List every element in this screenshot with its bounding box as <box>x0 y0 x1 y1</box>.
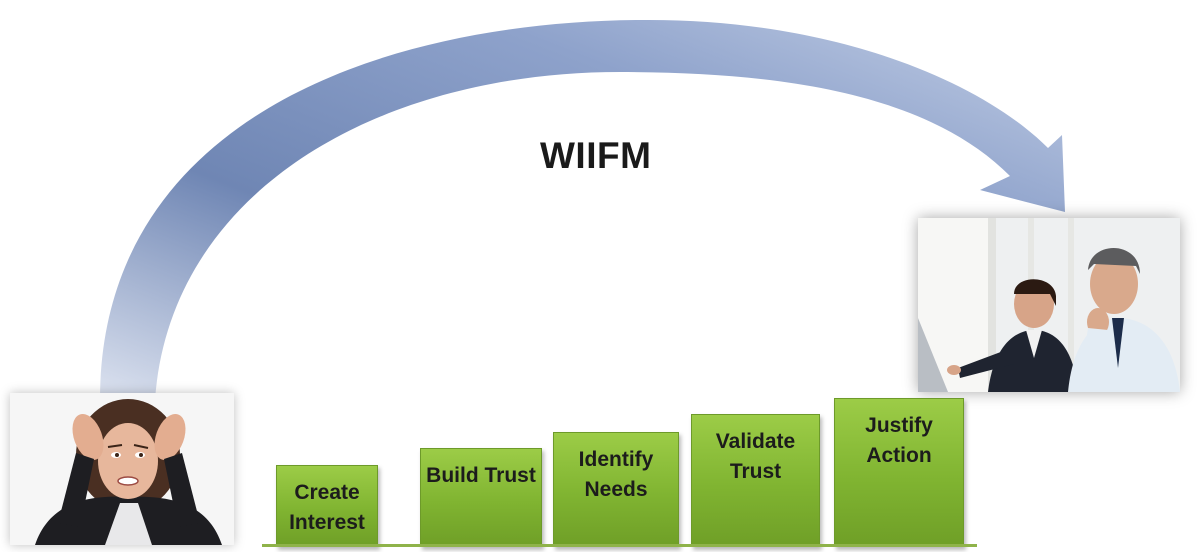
step-identify-needs: Identify Needs <box>553 432 679 547</box>
step-create-interest: Create Interest <box>276 465 378 547</box>
headline: WIIFM <box>540 135 652 176</box>
arc-body <box>100 19 1065 400</box>
step-label: Justify Action <box>865 414 933 467</box>
step-build-trust: Build Trust <box>420 448 542 547</box>
step-justify-action: Justify Action <box>834 398 964 547</box>
business-people-illustration <box>918 218 1180 392</box>
steps-baseline <box>262 544 977 547</box>
step-label: Identify Needs <box>578 448 654 501</box>
step-label: Validate Trust <box>715 430 796 483</box>
stressed-person-photo <box>10 393 234 545</box>
stressed-person-illustration <box>10 393 234 545</box>
business-people-photo <box>918 218 1180 392</box>
step-validate-trust: Validate Trust <box>691 414 820 547</box>
step-label: Create Interest <box>289 481 365 534</box>
step-label: Build Trust <box>426 464 536 487</box>
